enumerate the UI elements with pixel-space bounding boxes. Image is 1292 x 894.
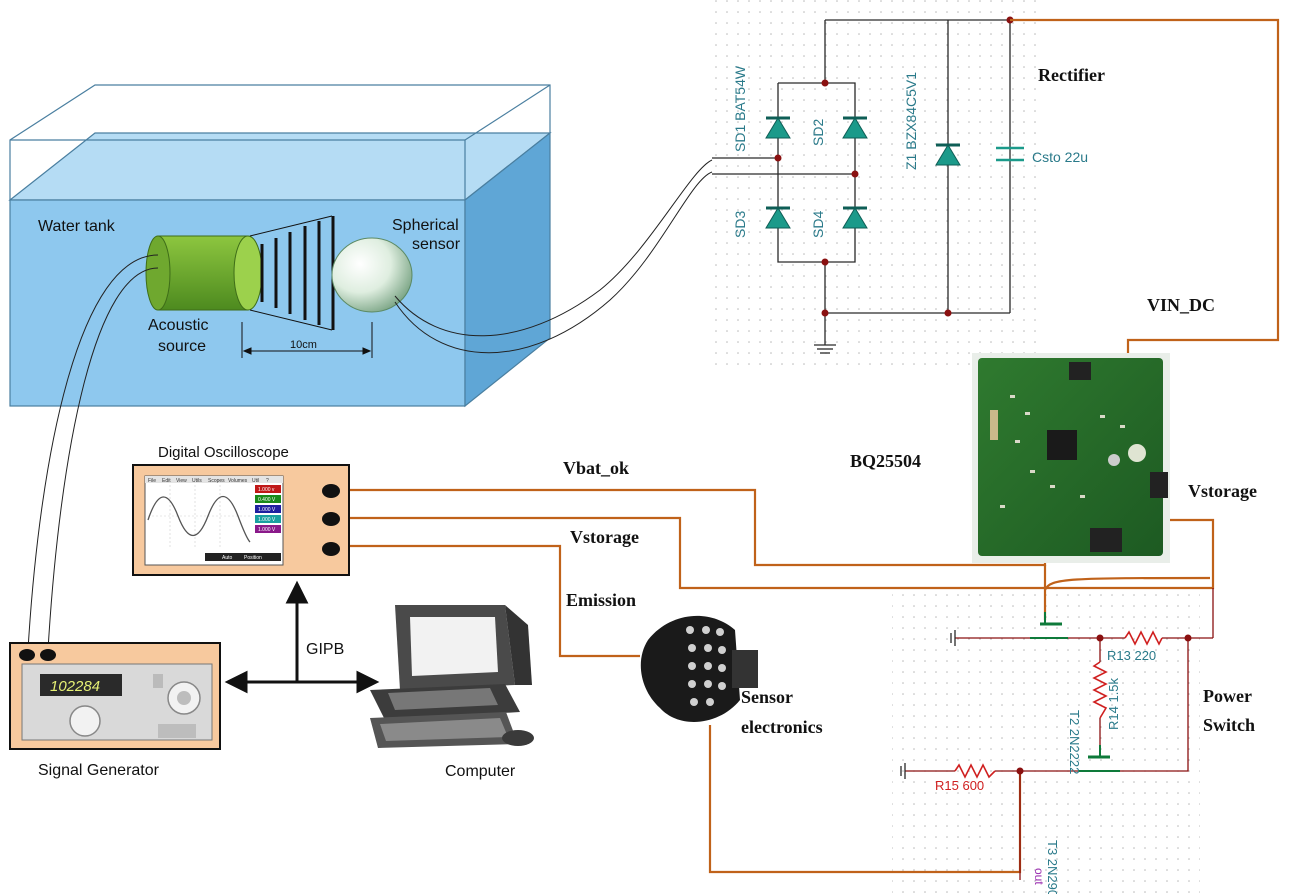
power-switch-label-line1: Power — [1203, 686, 1252, 706]
vstorage-osc-label: Vstorage — [570, 527, 639, 547]
osc-position-label: Position — [244, 555, 262, 561]
osc-menu-view: View — [176, 478, 187, 484]
label-sd2: SD2 — [810, 119, 826, 146]
siggen-connector-1 — [19, 649, 35, 661]
wire-vbat-ok — [345, 488, 1047, 567]
resistor-r14 — [1092, 661, 1108, 719]
transistor-t3 — [1078, 745, 1120, 772]
power-switch-label-line2: Switch — [1203, 715, 1255, 735]
wire-vstorage — [345, 516, 1215, 590]
computer — [370, 605, 534, 748]
label-z1: Z1 BZX84C5V1 — [903, 72, 919, 170]
sensor-cable — [394, 159, 713, 354]
diode-sd1 — [765, 117, 791, 139]
diode-sd2 — [842, 117, 868, 139]
acoustic-source-label-line2: source — [158, 338, 206, 355]
osc-ch2: 0.400 V — [258, 497, 276, 503]
gipb-bus — [224, 580, 380, 694]
switch-nodes — [1016, 634, 1192, 775]
vin-dc-label: VIN_DC — [1147, 295, 1215, 315]
spherical-sensor — [331, 237, 413, 313]
capacitor-csto — [996, 146, 1024, 162]
wire-emission — [345, 544, 640, 658]
label-csto: Csto 22u — [1032, 149, 1088, 165]
sensor-electronics-label-line2: electronics — [741, 717, 823, 737]
label-r15: R15 600 — [935, 778, 984, 793]
resistor-r15 — [954, 763, 996, 779]
rectifier-nodes — [774, 16, 1014, 317]
bq25504-label: BQ25504 — [850, 451, 921, 471]
sensor-electronics-board — [640, 615, 758, 722]
vstorage-board-label: Vstorage — [1188, 481, 1257, 501]
computer-label: Computer — [445, 763, 516, 780]
acoustic-source — [145, 235, 263, 311]
distance-marker — [241, 322, 373, 358]
osc-menu-scopes: Scopes — [208, 478, 225, 484]
siggen-connector-2 — [40, 649, 56, 661]
sensor-electronics-label-line1: Sensor — [741, 687, 793, 707]
osc-menu-util: Util — [252, 478, 259, 484]
osc-waveform — [147, 496, 251, 543]
rectifier-title: Rectifier — [1038, 65, 1105, 85]
osc-connector-2 — [322, 512, 340, 526]
transistor-t2 — [1030, 612, 1068, 639]
label-r13: R13 220 — [1107, 648, 1156, 663]
osc-menu-utils: Utils — [192, 478, 202, 484]
osc-menu-help: ? — [266, 478, 269, 484]
oscilloscope-title: Digital Oscilloscope — [158, 444, 289, 461]
wire-vin-dc — [1010, 18, 1280, 372]
rectifier-grid — [712, 0, 1042, 365]
label-out: out — [1032, 868, 1046, 885]
osc-ch1: 1.000 v — [258, 487, 275, 493]
label-sd3: SD3 — [732, 211, 748, 238]
spherical-sensor-label-line2: sensor — [412, 236, 461, 253]
diode-sd4 — [842, 207, 868, 229]
osc-ch4: 1.000 V — [258, 517, 276, 523]
water-tank — [8, 84, 552, 408]
wire-vbat-ok-t2 — [1043, 576, 1211, 591]
osc-menu-file: File — [148, 478, 156, 484]
zener-z1 — [935, 144, 961, 166]
signal-generator: 102284 — [9, 642, 221, 750]
osc-connector-1 — [322, 484, 340, 498]
vbat-ok-label: Vbat_ok — [563, 458, 629, 478]
gipb-label: GIPB — [306, 641, 344, 658]
label-t3: T3 2N2907 — [1045, 840, 1060, 894]
water-tank-label: Water tank — [38, 218, 116, 235]
spherical-sensor-label-line1: Spherical — [392, 217, 459, 234]
rectifier-wiring — [712, 19, 1011, 354]
source-cable — [27, 254, 159, 651]
acoustic-source-label-line1: Acoustic — [148, 317, 208, 334]
osc-auto-label: Auto — [222, 555, 233, 561]
resistors — [954, 630, 1163, 779]
osc-ch3: 1.000 V — [258, 507, 276, 513]
switch-grounds — [900, 630, 956, 779]
siggen-display: 102284 — [50, 678, 100, 695]
emission-label: Emission — [566, 590, 636, 610]
label-sd4: SD4 — [810, 211, 826, 238]
label-r14: R14 1.5k — [1106, 677, 1121, 730]
osc-ch5: 1.000 V — [258, 527, 276, 533]
osc-connector-3 — [322, 542, 340, 556]
osc-menu-edit: Edit — [162, 478, 171, 484]
bq25504-board — [972, 353, 1170, 563]
oscilloscope: File Edit View Utils Scopes Volumes Util… — [132, 464, 350, 576]
resistor-r13 — [1124, 630, 1163, 646]
distance-label: 10cm — [290, 339, 317, 351]
osc-menu-volumes: Volumes — [228, 478, 248, 484]
siggen-title: Signal Generator — [38, 762, 160, 779]
label-t2: T2 2N2222 — [1067, 710, 1082, 774]
diode-sd3 — [765, 207, 791, 229]
label-sd1: SD1 BAT54W — [732, 65, 748, 152]
rectifier-diodes — [765, 116, 961, 229]
